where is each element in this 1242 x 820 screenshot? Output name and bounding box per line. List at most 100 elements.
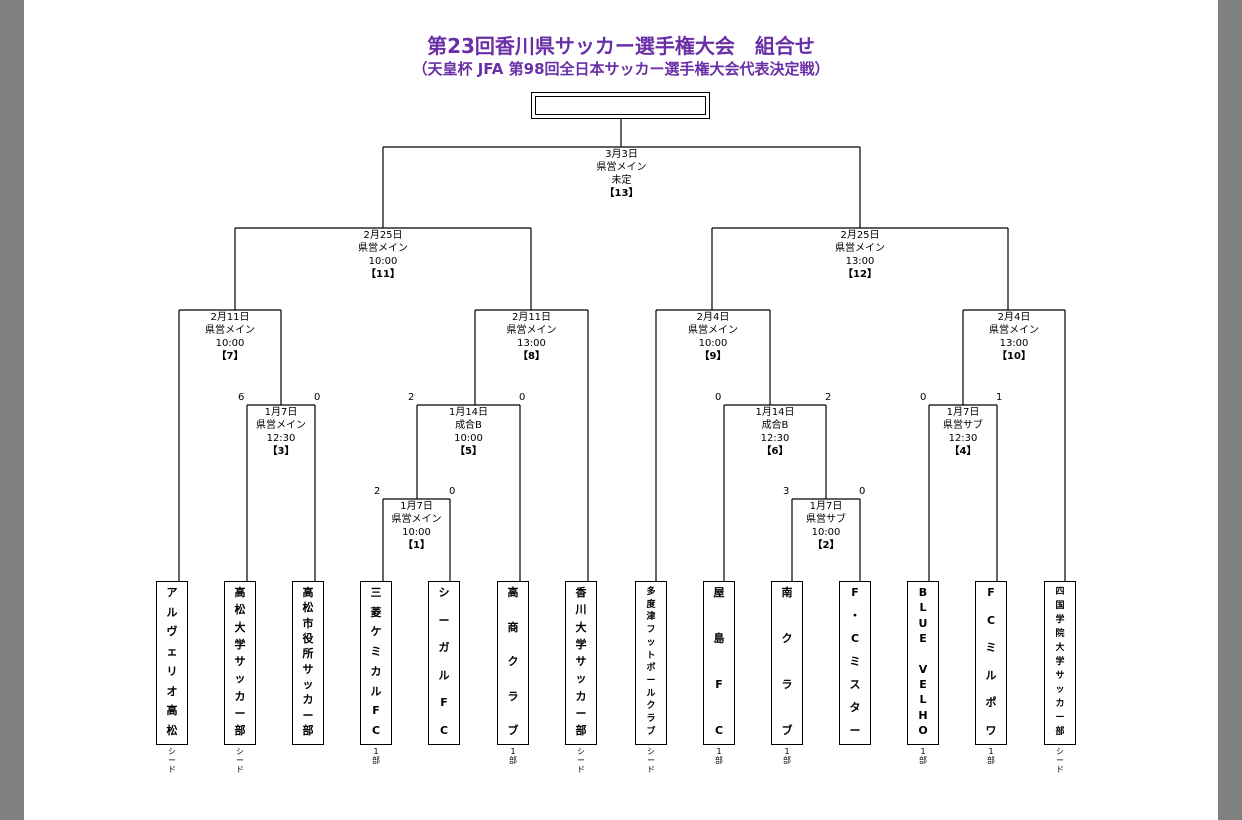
team-name-char: ブ bbox=[781, 724, 793, 737]
team-note-char: 部 bbox=[372, 756, 380, 765]
team-note-char: ー bbox=[168, 756, 176, 765]
team-box: 高商クラブ bbox=[497, 581, 529, 745]
team-name-char: 部 bbox=[1055, 727, 1065, 737]
match-venue: 県営メイン bbox=[391, 514, 442, 525]
team-name-char: 川 bbox=[575, 603, 587, 617]
team-note-char: シ bbox=[577, 747, 585, 756]
team-name-char: 学 bbox=[575, 637, 587, 651]
team-note: シード bbox=[1044, 747, 1076, 774]
team-box: 南クラブ bbox=[771, 581, 803, 745]
team-box: 四国学院大学サッカー部 bbox=[1044, 581, 1076, 745]
score-left: 2 bbox=[408, 392, 415, 403]
team-name-char: 菱 bbox=[370, 605, 382, 619]
match-date: 2月4日 bbox=[997, 312, 1031, 323]
score-left: 6 bbox=[238, 392, 245, 403]
match-time: 10:00 bbox=[368, 256, 398, 267]
team-name-char: ル bbox=[646, 688, 656, 699]
team-note-char: シ bbox=[647, 747, 655, 756]
match-date: 1月14日 bbox=[755, 407, 795, 418]
team-name-char: ク bbox=[781, 632, 793, 645]
team-note-char: ー bbox=[236, 756, 244, 765]
team-name-char: 松 bbox=[302, 601, 314, 615]
team-name-char: カ bbox=[370, 664, 382, 678]
page-title: 第23回香川県サッカー選手権大会 組合せ bbox=[427, 34, 815, 58]
team-name-char: ー bbox=[302, 708, 314, 722]
team-note-char: ー bbox=[647, 756, 655, 765]
match-venue: 県営メイン bbox=[256, 420, 306, 431]
team-name-char: E bbox=[919, 631, 927, 645]
score-right: 0 bbox=[449, 486, 456, 497]
match-time: 10:00 bbox=[811, 527, 841, 538]
team-note-char: ド bbox=[577, 765, 585, 774]
champion-box bbox=[531, 92, 710, 119]
team-name-char: ル bbox=[370, 684, 382, 698]
team-name-char: ガ bbox=[438, 641, 450, 655]
match-date: 1月14日 bbox=[448, 407, 489, 418]
team-name-char: 市 bbox=[302, 616, 314, 630]
team-name-char: O bbox=[918, 723, 928, 737]
team-name-char: F bbox=[372, 704, 380, 718]
team-name-char: 大 bbox=[1055, 643, 1065, 653]
match-date: 2月11日 bbox=[511, 312, 552, 323]
team-name-char: ス bbox=[849, 678, 861, 691]
team-name: 高松大学サッカー部 bbox=[225, 582, 255, 737]
team-name-char: ル bbox=[438, 668, 450, 682]
team-name-char: ラ bbox=[646, 714, 656, 725]
team-name-char: B bbox=[918, 586, 928, 599]
match-number: 【10】 bbox=[997, 351, 1031, 362]
match-number: 【4】 bbox=[949, 446, 977, 457]
team-name-char: ッ bbox=[646, 637, 656, 648]
team-name-char: 津 bbox=[646, 612, 656, 623]
team-name-char: ワ bbox=[985, 723, 997, 737]
team-note-char: ド bbox=[1056, 765, 1064, 774]
match-time: 13:00 bbox=[999, 338, 1029, 349]
team-note: シード bbox=[565, 747, 597, 774]
match-date: 1月7日 bbox=[946, 407, 980, 418]
match-date: 3月3日 bbox=[605, 149, 638, 160]
team-name-char: ラ bbox=[781, 678, 793, 691]
team-name: 高松市役所サッカー部 bbox=[293, 582, 323, 737]
match-venue: 県営サブ bbox=[806, 514, 846, 525]
match-venue: 成合B bbox=[761, 420, 789, 431]
team-name-char: リ bbox=[166, 664, 178, 678]
match-number: 【9】 bbox=[699, 351, 727, 362]
team-name-char: 四 bbox=[1055, 587, 1065, 597]
team-name-char: 度 bbox=[646, 599, 656, 610]
team-name-char: 学 bbox=[234, 637, 246, 651]
team-name-char: ー bbox=[575, 706, 587, 720]
match-time: 12:30 bbox=[266, 433, 296, 444]
team-name-char: V bbox=[918, 662, 928, 676]
team-name-char: ク bbox=[646, 701, 656, 712]
match-time: 13:00 bbox=[517, 338, 546, 349]
match-date: 2月4日 bbox=[696, 312, 730, 323]
score-right: 1 bbox=[996, 392, 1003, 403]
team-note-char: 部 bbox=[783, 756, 791, 765]
team-box: 香川大学サッカー部 bbox=[565, 581, 597, 745]
team-name-char: ボ bbox=[646, 663, 656, 674]
team-box: 多度津フットボールクラブ bbox=[635, 581, 667, 745]
team-name-char: ー bbox=[1055, 713, 1065, 723]
team-note-char: シ bbox=[236, 747, 244, 756]
team-name-char: 島 bbox=[713, 632, 725, 645]
team-name: アルヴェリオ高松 bbox=[157, 582, 187, 737]
match-date: 2月25日 bbox=[840, 230, 880, 241]
team-name-char: C bbox=[439, 723, 449, 737]
match-time: 10:00 bbox=[698, 338, 728, 349]
team-name-char: E bbox=[919, 677, 927, 691]
match-number: 【8】 bbox=[518, 351, 545, 362]
match-time: 10:00 bbox=[402, 527, 431, 538]
team-name-char: ッ bbox=[575, 672, 587, 686]
team-name-char: 三 bbox=[370, 586, 382, 599]
team-name-char: F bbox=[440, 696, 448, 710]
team-name-char: ケ bbox=[370, 625, 382, 639]
